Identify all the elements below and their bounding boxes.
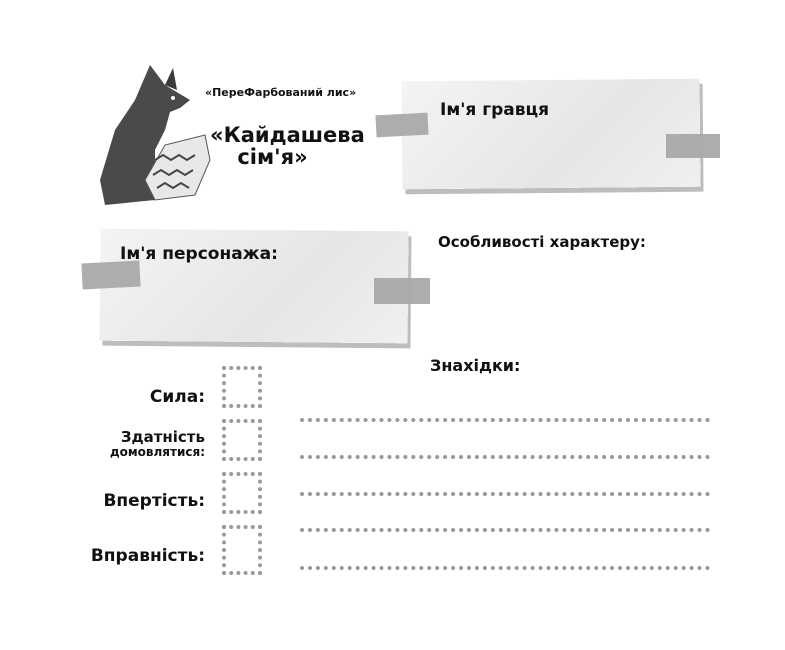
findings-line[interactable] (300, 455, 710, 459)
player-name-label: Ім'я гравця (440, 100, 550, 120)
findings-line[interactable] (300, 418, 710, 422)
story-title: «Кайдашева сім'я» (210, 123, 365, 170)
negotiation-input-box[interactable] (222, 419, 262, 461)
traits-label: Особливості характеру: (438, 233, 646, 251)
strength-input-box[interactable] (222, 366, 262, 408)
findings-label: Знахідки: (430, 356, 521, 375)
stat-label-dexterity: Вправність: (90, 546, 205, 566)
stat-label-line2: домовлятися: (109, 444, 205, 459)
stat-label-line1: Здатність (120, 428, 205, 446)
stat-label-stubbornness: Впертість: (103, 491, 205, 511)
title-line-1: «Кайдашева (210, 123, 365, 147)
story-subtitle: «ПереФарбований лис» (205, 86, 357, 99)
tape (81, 260, 141, 290)
title-line-2: сім'я» (237, 145, 308, 170)
findings-line[interactable] (300, 528, 710, 532)
fox-illustration (100, 65, 211, 205)
tape (375, 112, 429, 138)
tape (374, 278, 430, 304)
findings-line[interactable] (300, 566, 710, 570)
findings-line[interactable] (300, 492, 710, 496)
stat-label-negotiation: Здатність домовлятися: (109, 428, 205, 459)
stat-label-strength: Сила: (149, 387, 205, 407)
player-name-card[interactable] (401, 78, 701, 190)
character-name-label: Ім'я персонажа: (120, 244, 278, 264)
dexterity-input-box[interactable] (222, 525, 262, 575)
stubbornness-input-box[interactable] (222, 472, 262, 514)
tape (666, 134, 720, 158)
